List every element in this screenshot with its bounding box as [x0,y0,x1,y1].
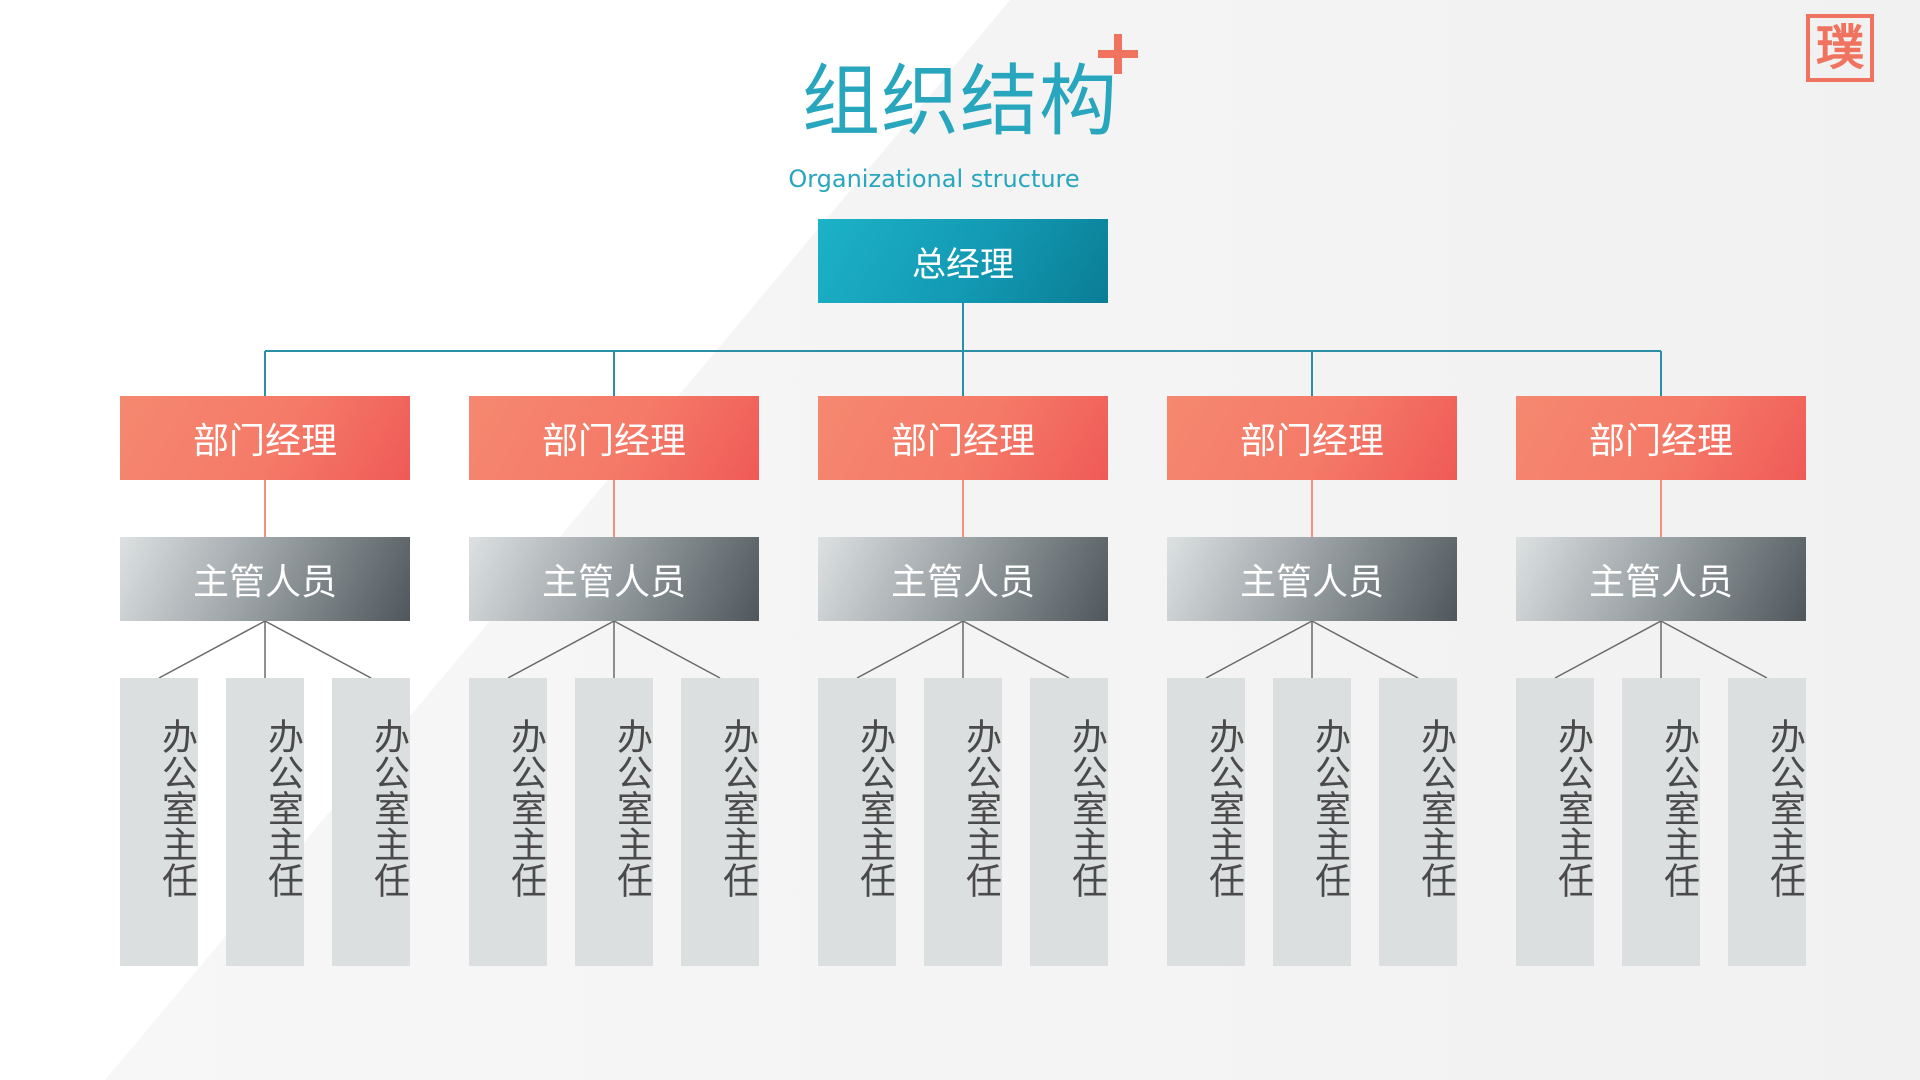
office-director-label: 办公室主任 [854,718,895,898]
office-director-label: 办公室主任 [368,718,409,898]
office-director-label: 办公室主任 [156,718,197,898]
page-subtitle: Organizational structure [788,165,1080,193]
office-director-label: 办公室主任 [262,718,303,898]
dept-manager-label: 部门经理 [890,421,1035,462]
connector-supervisor-to-office [856,620,964,679]
office-director-box: 办公室主任 [924,678,1002,966]
office-director-box: 办公室主任 [469,678,547,966]
supervisor-label: 主管人员 [192,562,337,603]
office-director-box: 办公室主任 [332,678,410,966]
dept-manager-label: 部门经理 [1239,421,1384,462]
supervisor-box: 主管人员 [1516,537,1806,621]
supervisor-box: 主管人员 [120,537,410,621]
connector-supervisor-to-office [1205,620,1313,679]
office-director-box: 办公室主任 [1622,678,1700,966]
office-director-label: 办公室主任 [1066,718,1107,898]
connector-supervisor-to-office [1311,620,1419,679]
general-manager-label: 总经理 [912,244,1014,285]
office-director-label: 办公室主任 [1415,718,1456,898]
office-director-label: 办公室主任 [1658,718,1699,898]
office-director-box: 办公室主任 [120,678,198,966]
office-director-box: 办公室主任 [226,678,304,966]
office-director-label: 办公室主任 [717,718,758,898]
supervisor-label: 主管人员 [890,562,1035,603]
office-director-box: 办公室主任 [681,678,759,966]
office-director-box: 办公室主任 [1516,678,1594,966]
office-director-label: 办公室主任 [1764,718,1805,898]
connector-supervisor-to-office [1554,620,1662,679]
office-director-label: 办公室主任 [960,718,1001,898]
office-director-box: 办公室主任 [1379,678,1457,966]
office-director-label: 办公室主任 [1203,718,1244,898]
supervisor-label: 主管人员 [541,562,686,603]
supervisor-box: 主管人员 [469,537,759,621]
office-director-label: 办公室主任 [505,718,546,898]
office-director-box: 办公室主任 [1273,678,1351,966]
page-title: 组织结构 [801,57,1118,147]
office-director-box: 办公室主任 [1167,678,1245,966]
office-director-label: 办公室主任 [1309,718,1350,898]
supervisor-label: 主管人员 [1588,562,1733,603]
office-director-label: 办公室主任 [611,718,652,898]
connector-supervisor-to-office [1660,620,1768,679]
general-manager-box: 总经理 [818,219,1108,303]
supervisor-box: 主管人员 [1167,537,1457,621]
office-director-box: 办公室主任 [575,678,653,966]
dept-manager-box: 部门经理 [1167,396,1457,480]
dept-manager-box: 部门经理 [120,396,410,480]
supervisor-label: 主管人员 [1239,562,1384,603]
dept-manager-label: 部门经理 [192,421,337,462]
connector-supervisor-to-office [613,620,721,679]
plus-icon [1098,34,1138,74]
office-director-label: 办公室主任 [1552,718,1593,898]
logo-seal: 璞 [1806,14,1874,82]
connector-supervisor-to-office [264,620,372,679]
dept-manager-label: 部门经理 [541,421,686,462]
connector-supervisor-to-office [158,620,266,679]
supervisor-box: 主管人员 [818,537,1108,621]
dept-manager-box: 部门经理 [469,396,759,480]
office-director-box: 办公室主任 [1728,678,1806,966]
connector-supervisor-to-office [507,620,615,679]
dept-manager-box: 部门经理 [818,396,1108,480]
office-director-box: 办公室主任 [1030,678,1108,966]
dept-manager-box: 部门经理 [1516,396,1806,480]
office-director-box: 办公室主任 [818,678,896,966]
connector-supervisor-to-office [962,620,1070,679]
dept-manager-label: 部门经理 [1588,421,1733,462]
